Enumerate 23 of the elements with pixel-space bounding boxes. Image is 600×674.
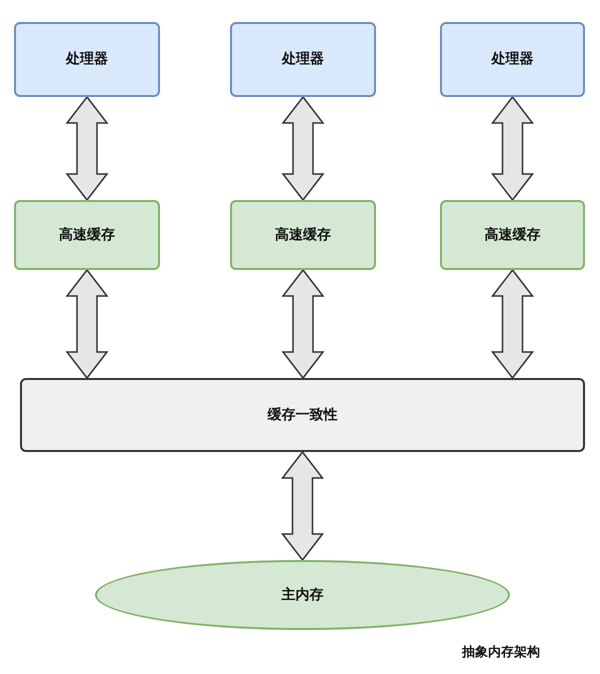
double-arrow bbox=[281, 96, 325, 202]
node-label: 缓存一致性 bbox=[268, 406, 338, 424]
node-label: 高速缓存 bbox=[484, 226, 540, 244]
processor-box bbox=[230, 22, 376, 97]
node-label: 主内存 bbox=[282, 586, 324, 604]
processor-box bbox=[14, 22, 160, 97]
cache-box bbox=[440, 200, 585, 270]
double-arrow bbox=[490, 268, 534, 380]
double-arrow bbox=[280, 450, 324, 562]
node-label: 高速缓存 bbox=[59, 226, 115, 244]
double-arrow bbox=[65, 268, 109, 380]
cache-box bbox=[14, 200, 160, 270]
cache-box bbox=[230, 200, 376, 270]
node-label: 处理器 bbox=[492, 50, 534, 69]
processor-box bbox=[440, 22, 585, 97]
coherence-bar bbox=[20, 378, 585, 452]
node-label: 处理器 bbox=[282, 50, 324, 69]
double-arrow bbox=[281, 268, 325, 380]
node-label: 处理器 bbox=[66, 50, 108, 69]
double-arrow bbox=[65, 96, 109, 202]
double-arrow bbox=[490, 96, 534, 202]
caption: 抽象内存架构 bbox=[462, 644, 540, 662]
node-label: 高速缓存 bbox=[275, 226, 331, 244]
